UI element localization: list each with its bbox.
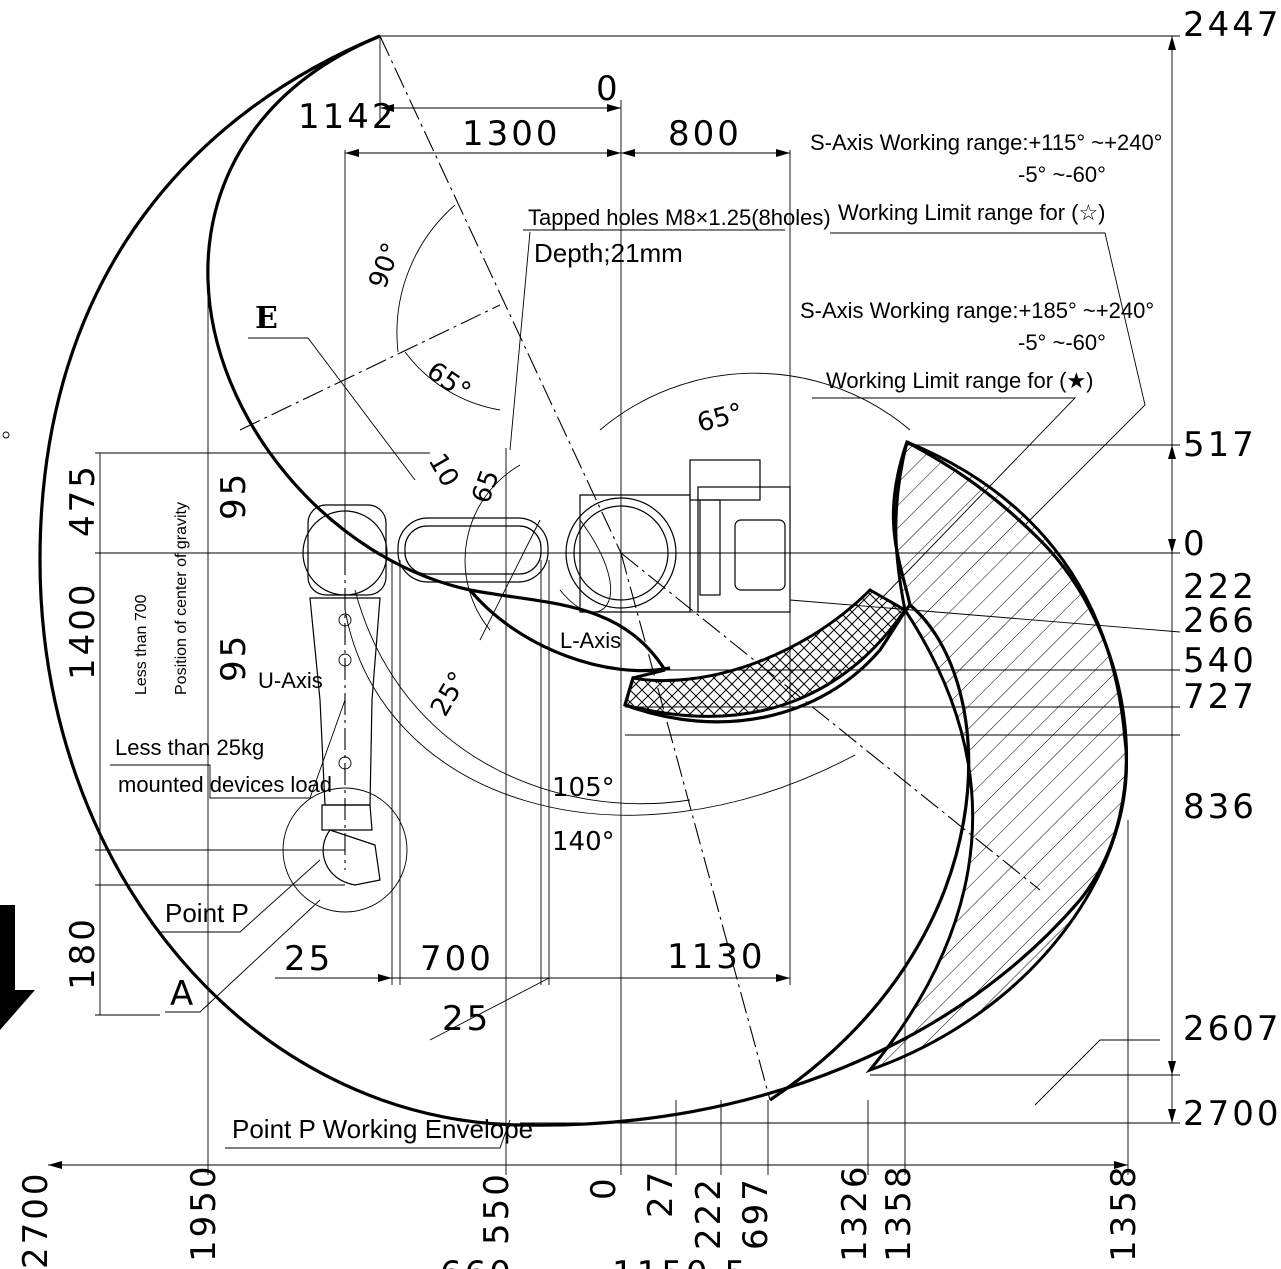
- less-than-25kg: Less than 25kg: [115, 735, 264, 760]
- crosshatched-limit-region: [623, 588, 908, 718]
- angle-10: 10: [422, 449, 465, 493]
- dim-475: 475: [63, 463, 103, 537]
- view-a-label: A: [170, 974, 196, 1014]
- dim-660-partial: 660: [440, 1254, 514, 1269]
- top-dimensions: 0 1142 1300 800: [298, 69, 742, 154]
- angle-90: 90°: [363, 239, 407, 293]
- robot-lower-arm: [302, 504, 549, 596]
- dim-222-bottom: 222: [689, 1176, 729, 1250]
- bottom-dimensions: 2700 1950 550 0 27 222 697 1326 1358 135…: [16, 1163, 1144, 1269]
- dim-0-bottom: 0: [584, 1175, 624, 1200]
- dim-180: 180: [63, 916, 103, 990]
- dim-222: 222: [1183, 567, 1257, 607]
- s-axis-range-2-b: -5° ~-60°: [1018, 330, 1106, 355]
- dim-2700-right: 2700: [1183, 1094, 1281, 1134]
- u-axis-label: U-Axis: [258, 668, 323, 693]
- dim-25-a: 25: [284, 939, 333, 979]
- dim-1950: 1950: [184, 1163, 224, 1262]
- working-limit-2: Working Limit range for (★): [826, 368, 1094, 393]
- s-axis-range-2: S-Axis Working range:+185° ~+240°: [800, 298, 1154, 323]
- dim-2447: 2447: [1183, 5, 1281, 45]
- dim-2700-bottom: 2700: [16, 1170, 56, 1269]
- mounted-devices: mounted devices load: [118, 772, 332, 797]
- angle-construction: [239, 35, 1041, 1101]
- notes: S-Axis Working range:+115° ~+240° -5° ~-…: [115, 130, 1162, 1144]
- dim-266: 266: [1183, 601, 1257, 641]
- s-axis-range-1-b: -5° ~-60°: [1018, 162, 1106, 187]
- angle-140: 140°: [552, 827, 615, 857]
- point-p-label: Point P: [165, 898, 249, 928]
- dim-27: 27: [641, 1169, 681, 1218]
- dim-0-right: 0: [1183, 524, 1208, 564]
- depth-note: Depth;21mm: [534, 238, 683, 268]
- dim-2607: 2607: [1183, 1009, 1281, 1049]
- dim-700: 700: [420, 939, 494, 979]
- dim-1358-b: 1358: [1104, 1163, 1144, 1262]
- less-than-700: Less than 700: [133, 594, 150, 695]
- dim-517: 517: [1183, 425, 1257, 465]
- inner-dimensions: 25 700 25 1130: [284, 937, 766, 1039]
- angle-labels: 90° 65° 65° 65 10 25° 105° 140°: [363, 239, 746, 857]
- dim-1358-a: 1358: [879, 1163, 919, 1262]
- tapped-holes: Tapped holes M8×1.25(8holes): [528, 205, 831, 230]
- angle-105: 105°: [552, 773, 615, 803]
- dim-1326: 1326: [835, 1163, 875, 1262]
- dim-1400: 1400: [63, 581, 103, 680]
- dim-550: 550: [477, 1171, 517, 1245]
- dim-95-b: 95: [214, 633, 254, 682]
- dim-0-top: 0: [596, 69, 621, 109]
- dim-1300: 1300: [462, 114, 561, 154]
- angle-25: 25°: [425, 667, 474, 722]
- working-envelope-label: Point P Working Envelope: [232, 1114, 533, 1144]
- view-arrow: [0, 905, 35, 1030]
- edge-dot: [2, 431, 10, 439]
- inner-envelope-curve: [206, 34, 667, 671]
- inner-small-arc: [468, 588, 671, 673]
- dim-1142: 1142: [298, 97, 397, 137]
- dim-697: 697: [736, 1176, 776, 1250]
- left-dimensions: 475 1400 180 95 95: [63, 463, 254, 990]
- dim-800: 800: [668, 114, 742, 154]
- robot-upper-arm: [309, 597, 381, 886]
- l-axis-label: L-Axis: [560, 628, 621, 653]
- dimension-arrows: [48, 36, 1176, 1169]
- dim-540: 540: [1183, 641, 1257, 681]
- extension-lines: [48, 35, 1181, 1175]
- angle-65-b: 65°: [694, 398, 746, 439]
- dim-25-b: 25: [442, 999, 491, 1039]
- dim-1150-partial: 1150.5: [612, 1254, 749, 1269]
- dim-836: 836: [1183, 787, 1257, 827]
- working-limit-1: Working Limit range for (☆): [838, 200, 1106, 225]
- robot-base: [565, 459, 791, 613]
- angle-65-c: 65: [466, 466, 506, 507]
- angle-65-a: 65°: [421, 356, 476, 407]
- right-dimensions: 2447 517 0 222 266 540 727 836 2607 2700: [1183, 5, 1281, 1134]
- s-axis-range-1: S-Axis Working range:+115° ~+240°: [810, 130, 1162, 155]
- dim-727: 727: [1183, 677, 1257, 717]
- dim-95-a: 95: [214, 471, 254, 520]
- hatched-limit-region: [865, 439, 1128, 1074]
- leader-lines: [110, 229, 1160, 1149]
- dim-1130: 1130: [667, 937, 766, 977]
- center-of-gravity: Position of center of gravity: [173, 502, 190, 695]
- view-e-label: E: [255, 301, 278, 336]
